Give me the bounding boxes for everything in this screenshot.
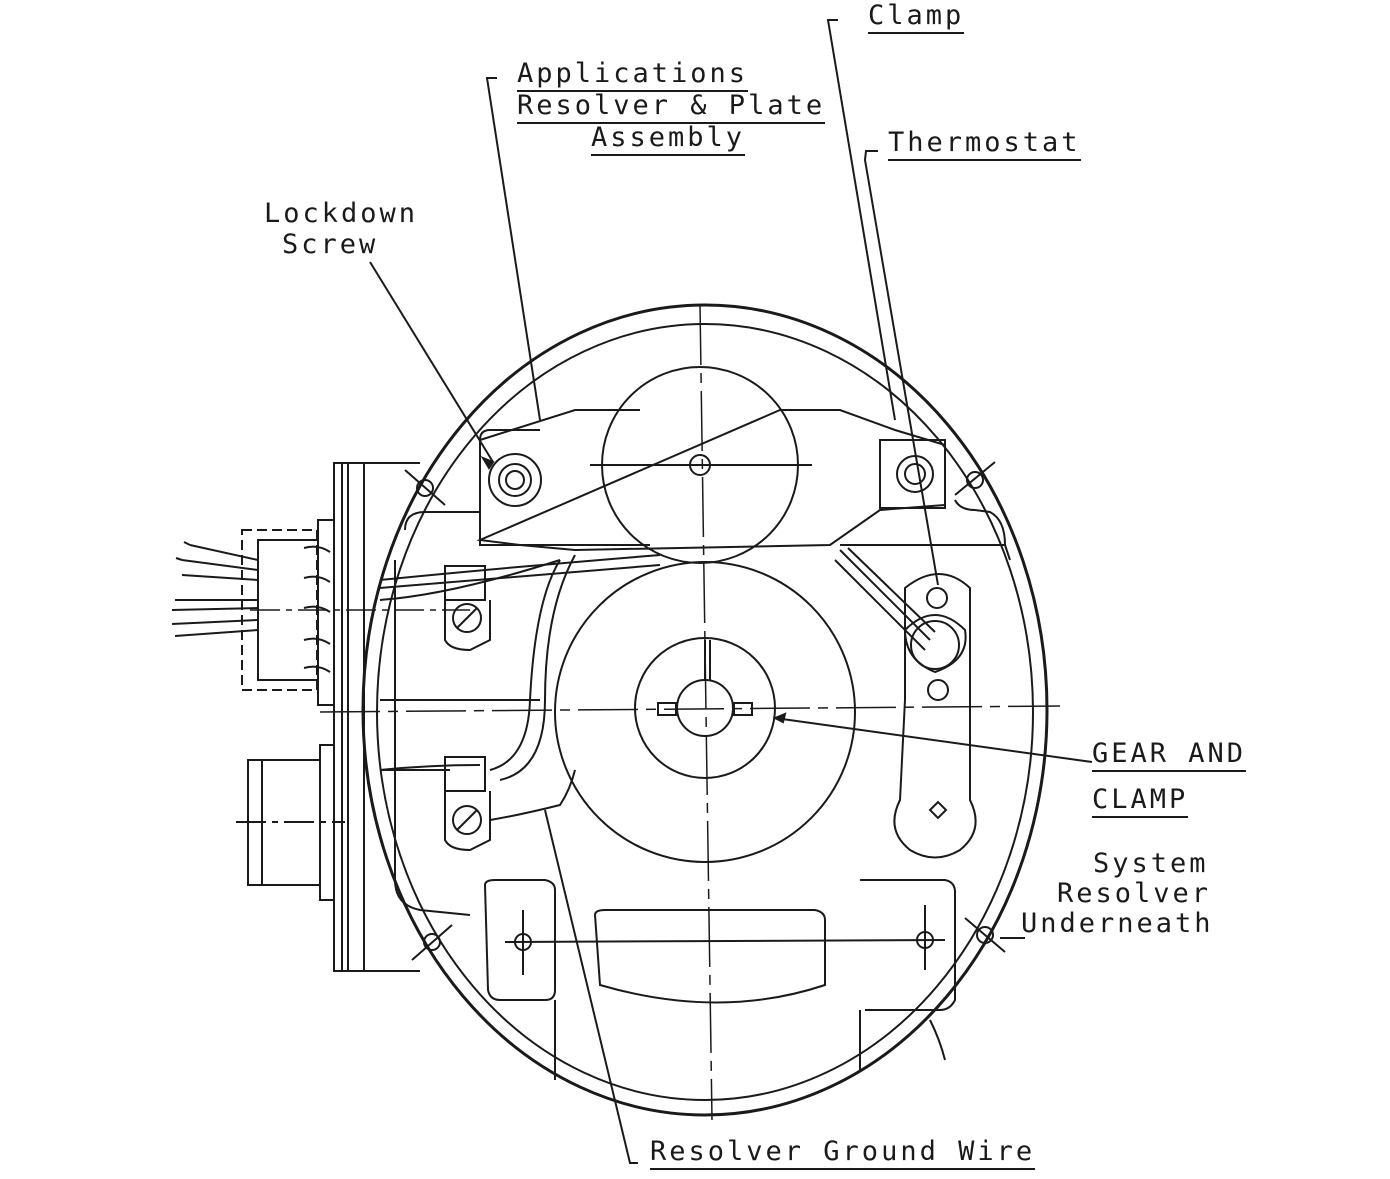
resolver-plate bbox=[476, 366, 946, 564]
label-thermostat: Thermostat bbox=[888, 127, 1081, 161]
label-ground-wire: Resolver Ground Wire bbox=[650, 1136, 1036, 1170]
connector-flange bbox=[333, 462, 420, 972]
label-lockdown-line2: Screw bbox=[282, 229, 379, 260]
inner-frame bbox=[380, 429, 1011, 1080]
upper-connector bbox=[171, 519, 335, 706]
centerlines bbox=[250, 304, 1061, 1121]
wire-bundles bbox=[379, 547, 936, 852]
label-applications-line2: Resolver & Plate bbox=[517, 90, 826, 124]
label-system-line1: System bbox=[1093, 848, 1209, 879]
housing-outline bbox=[361, 303, 1049, 1117]
label-gear-line1: GEAR AND bbox=[1092, 738, 1247, 772]
label-lockdown-line1: Lockdown bbox=[264, 198, 419, 229]
label-gear-line2: CLAMP bbox=[1092, 784, 1189, 818]
leader-lines bbox=[369, 19, 1093, 1164]
thermostat-bracket bbox=[893, 573, 977, 859]
label-clamp: Clamp bbox=[868, 0, 965, 34]
lower-connector bbox=[236, 744, 345, 901]
label-system-line2: Resolver bbox=[1057, 878, 1212, 909]
label-system-line3: Underneath bbox=[1021, 908, 1214, 939]
edge-screws bbox=[404, 461, 1006, 975]
label-applications-line1: Applications bbox=[517, 58, 749, 92]
label-applications-line3: Assembly bbox=[591, 122, 746, 156]
